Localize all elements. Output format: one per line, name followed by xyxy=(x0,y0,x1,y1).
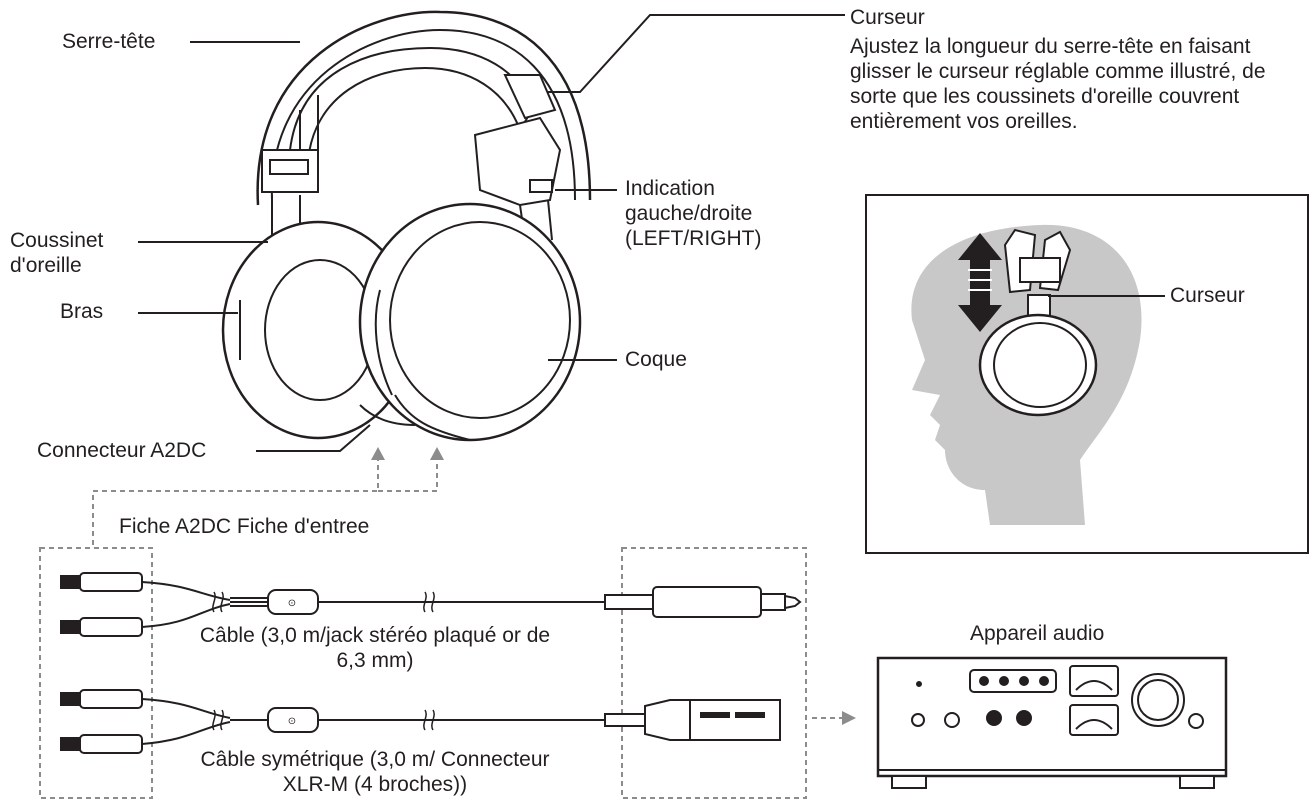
label-slider-desc: Ajustez la longueur du serre-tête en fai… xyxy=(850,34,1280,134)
label-a2dc-connector: Connecteur A2DC xyxy=(37,437,206,465)
label-slider-title: Curseur xyxy=(850,4,925,32)
label-lr-indication: Indication gauche/droite (LEFT/RIGHT) xyxy=(625,176,825,251)
label-audio-device: Appareil audio xyxy=(970,620,1104,648)
label-plugs: Fiche A2DC Fiche d'entree xyxy=(119,513,369,541)
label-cable-2: Câble symétrique (3,0 m/ Connecteur XLR-… xyxy=(185,747,565,797)
label-inset-slider: Curseur xyxy=(1170,282,1245,310)
input-plug-box xyxy=(622,548,806,798)
xlr-plug-icon xyxy=(605,700,780,740)
label-ear-pad: Coussinet d'oreille xyxy=(10,228,130,278)
leader-slider xyxy=(548,15,845,92)
svg-text:⊙: ⊙ xyxy=(288,716,296,727)
a2dc-plug-icon xyxy=(60,573,142,753)
label-headband: Serre-tête xyxy=(62,28,155,56)
trs-plug-icon xyxy=(605,587,800,617)
headphones-illustration xyxy=(223,12,590,440)
label-housing: Coque xyxy=(625,346,687,374)
svg-text:⊙: ⊙ xyxy=(288,598,296,609)
audio-device-illustration xyxy=(878,658,1226,788)
label-cable-1: Câble (3,0 m/jack stéréo plaqué or de 6,… xyxy=(185,623,565,673)
label-arm: Bras xyxy=(60,298,103,326)
